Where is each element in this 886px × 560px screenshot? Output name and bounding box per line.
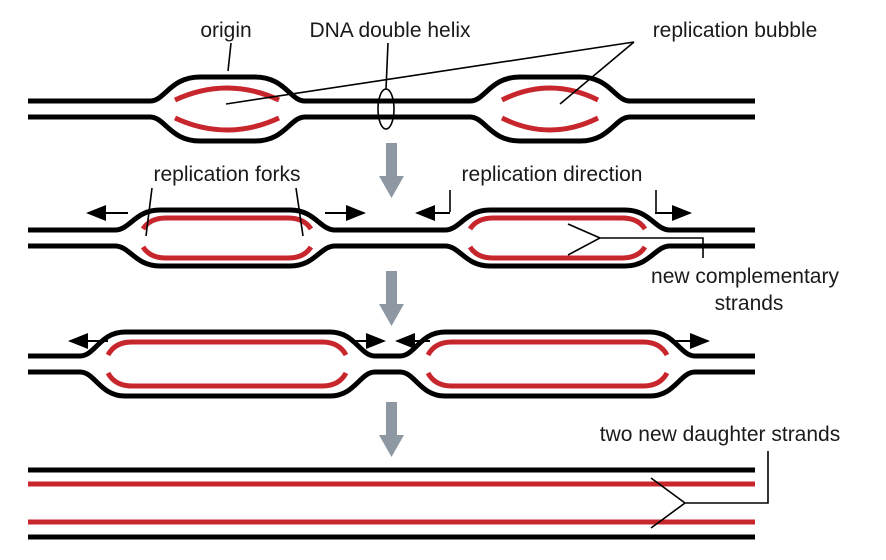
stage-1-dna [28,74,755,144]
helix-loop-marker [377,88,395,130]
step-arrow-3 [379,402,404,457]
stage-1-bubble-1-new-strand-bottom [173,115,281,133]
replication-forks-leader-1 [145,187,153,237]
stage-1-bubble-1-new-strand-top [173,85,281,103]
step-arrow-1 [379,143,404,198]
two-new-daughter-strands-label: two new daughter strands [600,423,840,446]
daughter-strands-leader [650,451,769,529]
stage-2-bubble-2-new-strand-bottom [467,245,648,261]
stage-3-bubble-2-new-strand-top [425,339,670,357]
stage-3-top-strand [28,329,755,359]
origin-label: origin [200,19,251,42]
new-complementary-label-line-1: new complementary [651,265,839,288]
stage-3-bubble-1-new-strand-bottom [105,371,349,389]
stage-4-dna [28,467,755,540]
origin-leader [227,42,232,72]
stage-2-bubble-2-new-strand-top [467,215,648,231]
replication-bubble-leader-2 [559,41,635,105]
new-complementary-label-line-2: strands [715,292,784,315]
replication-direction-label: replication direction [462,163,643,186]
stage-1-top-strand [28,74,755,104]
stage-3-bubble-2-new-strand-bottom [425,371,670,389]
replication-bubble-label: replication bubble [653,19,818,42]
replication-bubble-leader-1 [225,41,635,105]
replication-forks-leader-2 [295,187,304,237]
stage-1-bubble-2-new-strand-bottom [500,115,600,133]
stage-3-dna [28,329,755,399]
stage-1-bottom-strand [28,114,755,144]
stage-2-top-strand [28,207,755,233]
stage-2-bubble-1-new-strand-bottom [140,245,314,261]
stage-3-bottom-strand [28,369,755,399]
replication-forks-label: replication forks [153,163,300,186]
stage-2-bottom-strand [28,243,755,269]
dna-double-helix-label: DNA double helix [309,19,471,42]
new-complementary-leader [567,223,704,258]
stage-2-dna [28,205,755,269]
stage-2-bubble-1-new-strand-top [140,215,314,231]
stage-3-bubble-1-new-strand-top [105,339,349,357]
step-arrow-2 [379,271,404,326]
dna-helix-leader [385,42,389,90]
stage-1-bubble-2-new-strand-top [500,85,600,103]
